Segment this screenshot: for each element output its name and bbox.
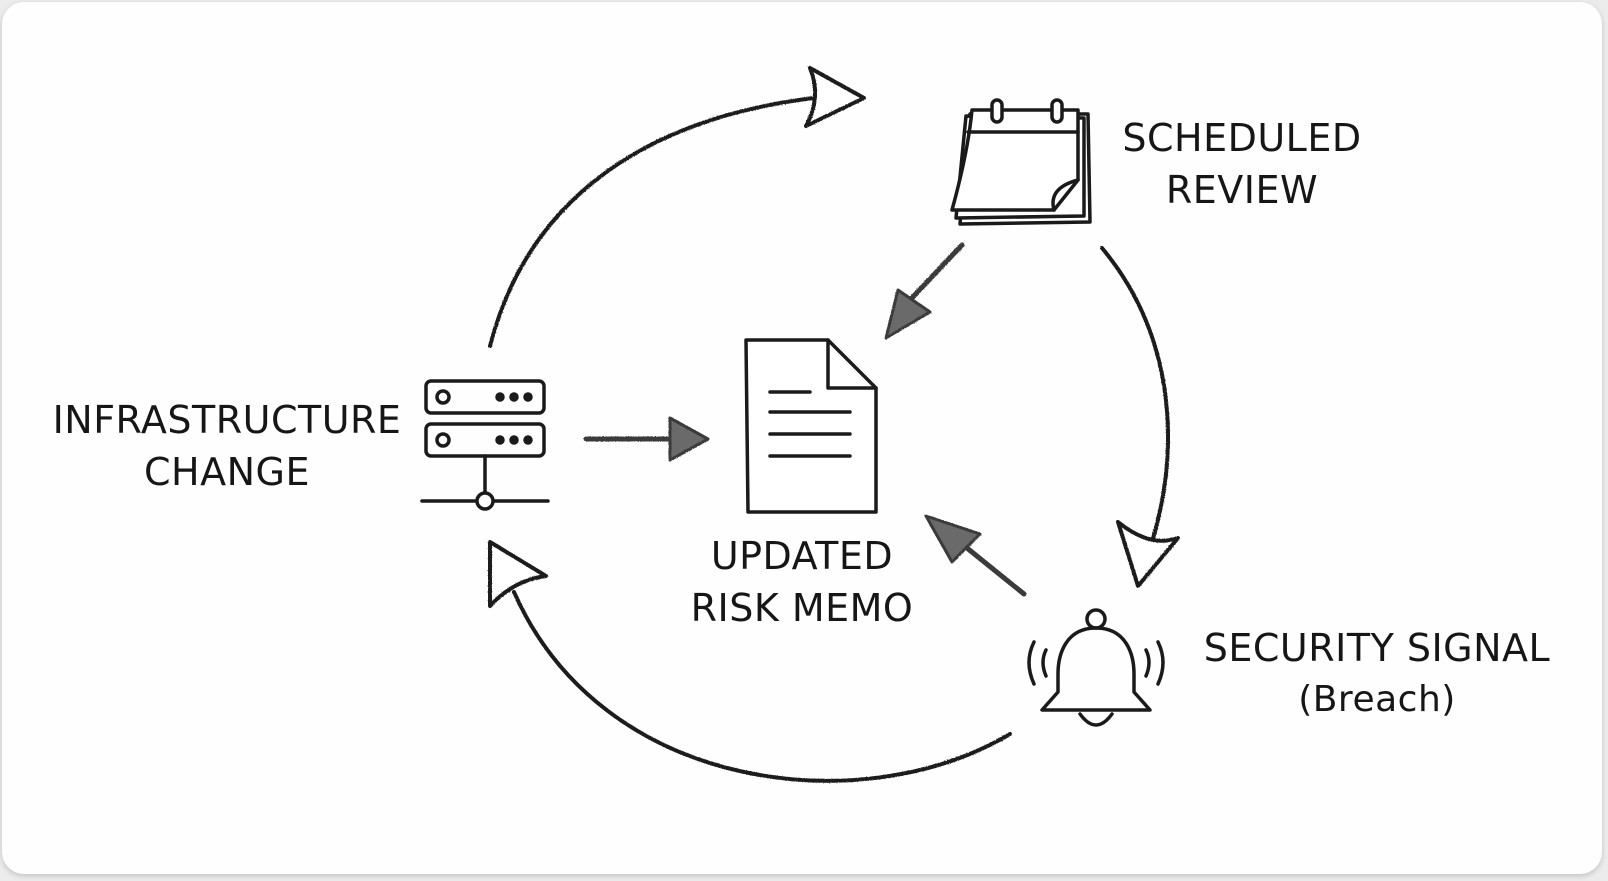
node-label-infrastructure-change: INFRASTRUCTURE CHANGE (37, 394, 417, 498)
node-label-scheduled-review: SCHEDULED REVIEW (1112, 112, 1372, 216)
updated-risk-memo-line2: RISK MEMO (690, 586, 914, 630)
arrow-review-to-memo (907, 242, 965, 303)
arrowhead-signal-to-infra (488, 540, 548, 608)
alarm-bell-icon (1027, 608, 1165, 727)
security-signal-line2: (Breach) (1298, 679, 1456, 720)
calendar-icon (950, 98, 1092, 226)
node-label-security-signal: SECURITY SIGNAL (Breach) (1182, 622, 1572, 726)
infrastructure-change-line2: CHANGE (144, 450, 310, 494)
document-icon (744, 338, 878, 514)
arc-arrow-review-to-signal (1100, 246, 1170, 544)
arrowhead-infra-to-review (804, 66, 866, 128)
scheduled-review-line2: REVIEW (1165, 168, 1319, 212)
updated-risk-memo-line1: UPDATED (710, 534, 894, 578)
scheduled-review-line1: SCHEDULED (1122, 116, 1362, 160)
arrow-signal-to-memo (959, 541, 1027, 597)
arrowhead-review-to-memo (884, 288, 932, 340)
arc-arrow-infra-to-review (488, 95, 824, 348)
arrowhead-infra-to-memo (668, 416, 710, 462)
server-rack-icon (420, 379, 550, 511)
arc-arrow-signal-to-infra (512, 590, 1012, 783)
arrowhead-signal-to-memo (924, 514, 982, 564)
infrastructure-change-line1: INFRASTRUCTURE (52, 398, 402, 442)
arrowhead-review-to-signal (1116, 520, 1180, 588)
node-label-updated-risk-memo: UPDATED RISK MEMO (667, 530, 937, 634)
security-signal-line1: SECURITY SIGNAL (1203, 626, 1551, 670)
